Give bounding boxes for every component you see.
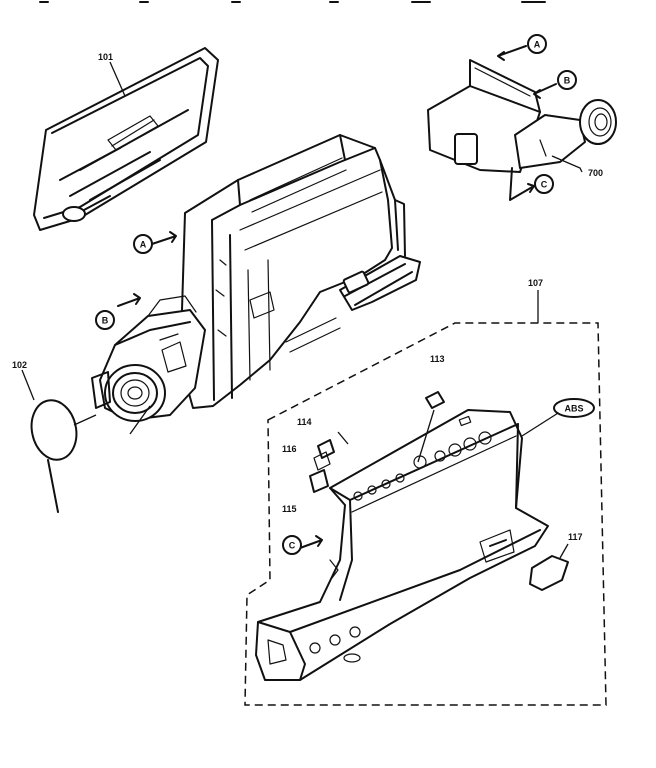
ref-b-upper: B: [557, 70, 577, 90]
label-117: 117: [568, 532, 583, 542]
part-101-grip-cover: [33, 47, 219, 231]
ref-b-lower-text: B: [102, 316, 109, 326]
part-117-cover-cap: [529, 543, 569, 591]
reference-arrows: [117, 45, 557, 549]
abs-badge-text: ABS: [564, 404, 583, 414]
ref-a-lower: A: [133, 234, 153, 254]
ref-a-upper-text: A: [534, 40, 541, 50]
lens-barrel: [91, 295, 206, 422]
ref-a-lower-text: A: [140, 240, 147, 250]
label-107: 107: [528, 278, 543, 288]
part-114-116-switches: [309, 431, 349, 493]
group-107-boundary: [244, 322, 607, 706]
label-114: 114: [297, 417, 312, 427]
ref-a-upper: A: [527, 34, 547, 54]
ref-b-lower: B: [95, 310, 115, 330]
label-102: 102: [12, 360, 27, 370]
label-116: 116: [282, 444, 297, 454]
ref-c-upper: C: [534, 174, 554, 194]
label-700: 700: [588, 168, 603, 178]
abs-badge: ABS: [553, 398, 595, 418]
ref-c-lower: C: [282, 535, 302, 555]
ref-c-upper-text: C: [541, 180, 548, 190]
label-115: 115: [282, 504, 297, 514]
leader-lines: [21, 61, 583, 437]
part-113-button: [417, 391, 445, 463]
ref-b-upper-text: B: [564, 76, 571, 86]
ref-c-lower-text: C: [289, 541, 296, 551]
part-102-lens-cap: [30, 399, 97, 513]
camcorder-chassis: [181, 134, 421, 409]
part-700-viewfinder: [427, 59, 617, 173]
label-101: 101: [98, 52, 113, 62]
label-113: 113: [430, 354, 445, 364]
part-107-side-housing: [255, 409, 549, 681]
